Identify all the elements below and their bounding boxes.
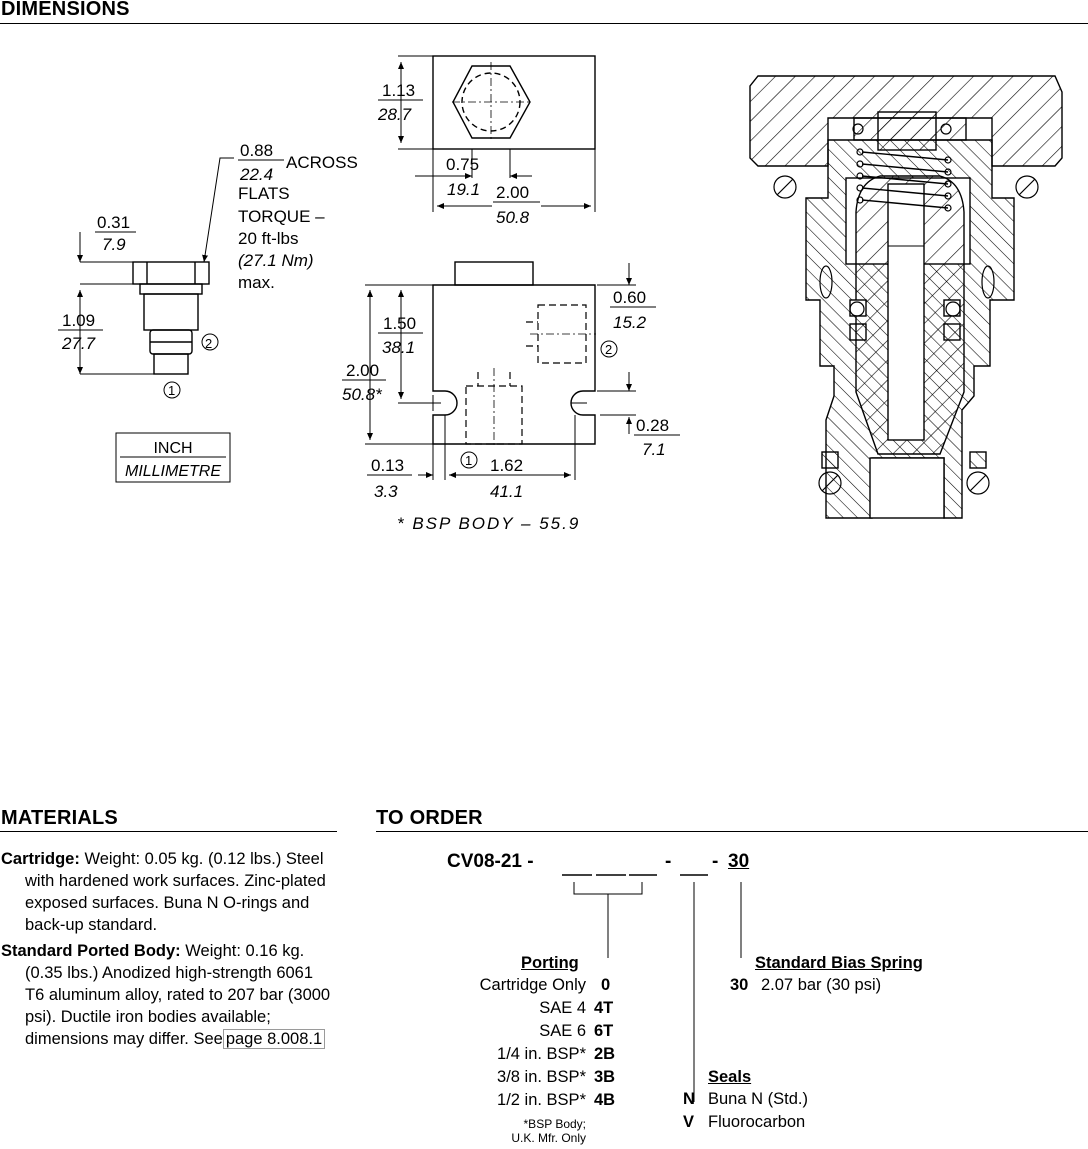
hex-flats-word: FLATS <box>238 184 290 203</box>
model-dash-1: - <box>665 851 672 872</box>
torque-line-1: TORQUE – <box>238 207 325 226</box>
spring-title: Standard Bias Spring <box>755 954 923 972</box>
side-upper-mm: 38.1 <box>382 338 415 357</box>
materials-section: Cartridge: Weight: 0.05 kg. (0.12 lbs.) … <box>1 848 336 1050</box>
side-upper-inch: 1.50 <box>383 314 416 333</box>
order-code-diagram <box>562 874 742 1102</box>
units-legend-inch: INCH <box>153 440 192 457</box>
model-prefix: CV08-21 - <box>447 851 534 872</box>
seal-row-0-text: Buna N (Std.) <box>708 1090 808 1108</box>
hex-height-mm: 7.9 <box>102 235 126 254</box>
body-text: Weight: 0.16 kg. (0.35 lbs.) Anodized hi… <box>25 942 331 1048</box>
dimensions-rule <box>0 23 1088 24</box>
seals-title: Seals <box>708 1068 752 1086</box>
dimension-drawings: 0.88 22.4 ACROSS FLATS TORQUE – 20 ft-lb… <box>58 55 1063 533</box>
porting-note-2: U.K. Mfr. Only <box>511 1131 586 1145</box>
porting-row-1-code: 4T <box>594 999 614 1017</box>
hex-height-inch: 0.31 <box>97 213 130 232</box>
to-order-rule <box>376 831 1088 832</box>
porting-row-5-label: 1/2 in. BSP* <box>497 1091 586 1109</box>
body-port-2-marker <box>600 340 618 358</box>
porting-row-0-label: Cartridge Only <box>479 976 586 994</box>
seal-row-1-text: Fluorocarbon <box>708 1113 806 1131</box>
materials-cartridge: Cartridge: Weight: 0.05 kg. (0.12 lbs.) … <box>1 848 336 936</box>
top-width-inch: 2.00 <box>496 183 529 202</box>
torque-line-4: max. <box>238 273 275 292</box>
cartridge-outline <box>132 261 210 375</box>
top-width-mm: 50.8 <box>496 208 530 227</box>
hex-flats-inch: 0.88 <box>240 141 273 160</box>
top-height-inch: 1.13 <box>382 81 415 100</box>
edge-offset-inch: 0.13 <box>371 456 404 475</box>
body-port-1-marker <box>460 451 478 469</box>
seal-row-1-code: V <box>683 1113 695 1131</box>
hex-flats-across: ACROSS <box>286 153 358 172</box>
body-label: Standard Ported Body: <box>1 942 181 960</box>
hole-offset-mm: 7.1 <box>642 440 666 459</box>
model-code: CV08-21 - <box>447 851 534 873</box>
valve-cross-section <box>749 75 1063 519</box>
port-offset-inch: 0.60 <box>613 288 646 307</box>
port-2-label: 2 <box>205 336 212 351</box>
porting-title: Porting <box>521 954 579 972</box>
body-port-1-label: 1 <box>465 453 472 468</box>
materials-header: MATERIALS <box>1 807 118 829</box>
spring-text: 2.07 bar (30 psi) <box>761 976 882 994</box>
porting-row-0-code: 0 <box>601 976 611 994</box>
porting-row-4-code: 3B <box>594 1068 616 1086</box>
units-legend-mm: MILLIMETRE <box>125 463 221 480</box>
body-length-inch: 1.09 <box>62 311 95 330</box>
edge-offset-mm: 3.3 <box>374 482 398 501</box>
model-dash-2: - <box>712 851 719 872</box>
spring-coils <box>861 151 949 209</box>
page-reference-link[interactable]: page 8.008.1 <box>222 1029 326 1049</box>
body-side-view <box>432 261 596 445</box>
body-top-view <box>432 55 596 150</box>
porting-row-2-label: SAE 6 <box>539 1022 586 1040</box>
hole-spacing-inch: 1.62 <box>490 456 523 475</box>
hole-spacing-mm: 41.1 <box>490 482 523 501</box>
port-1-marker <box>163 381 181 399</box>
porting-row-2-code: 6T <box>594 1022 614 1040</box>
o-rings <box>773 123 1039 495</box>
porting-row-3-label: 1/4 in. BSP* <box>497 1045 586 1063</box>
port-offset-mm: 15.2 <box>613 313 647 332</box>
units-legend-box <box>115 432 231 483</box>
porting-row-5-code: 4B <box>594 1091 616 1109</box>
model-spring-code: 30 <box>728 851 750 872</box>
porting-row-1-label: SAE 4 <box>539 999 586 1017</box>
porting-row-4-label: 3/8 in. BSP* <box>497 1068 586 1086</box>
cartridge-text: Weight: 0.05 kg. (0.12 lbs.) Steel with … <box>25 850 326 934</box>
top-height-mm: 28.7 <box>377 105 412 124</box>
body-length-mm: 27.7 <box>61 334 96 353</box>
hex-flats-mm: 22.4 <box>239 165 273 184</box>
seal-row-0-code: N <box>683 1090 695 1108</box>
materials-body: Standard Ported Body: Weight: 0.16 kg. (… <box>1 940 336 1050</box>
porting-row-3-code: 2B <box>594 1045 616 1063</box>
materials-rule <box>0 831 337 832</box>
dimensions-header: DIMENSIONS <box>1 0 130 20</box>
top-hex-mm: 19.1 <box>447 180 480 199</box>
hole-offset-inch: 0.28 <box>636 416 669 435</box>
torque-line-3: (27.1 Nm) <box>238 251 314 270</box>
bsp-body-note: * BSP BODY – 55.9 <box>397 514 580 533</box>
porting-note-1: *BSP Body; <box>523 1117 586 1131</box>
side-total-inch: 2.00 <box>346 361 379 380</box>
port-1-label: 1 <box>168 383 175 398</box>
cartridge-label: Cartridge: <box>1 850 80 868</box>
body-port-2-label: 2 <box>605 342 612 357</box>
spring-code: 30 <box>730 976 749 994</box>
torque-line-2: 20 ft-lbs <box>238 229 298 248</box>
to-order-header: TO ORDER <box>376 807 483 829</box>
top-hex-inch: 0.75 <box>446 155 479 174</box>
port-2-marker <box>201 333 219 351</box>
side-total-mm: 50.8* <box>342 385 383 404</box>
